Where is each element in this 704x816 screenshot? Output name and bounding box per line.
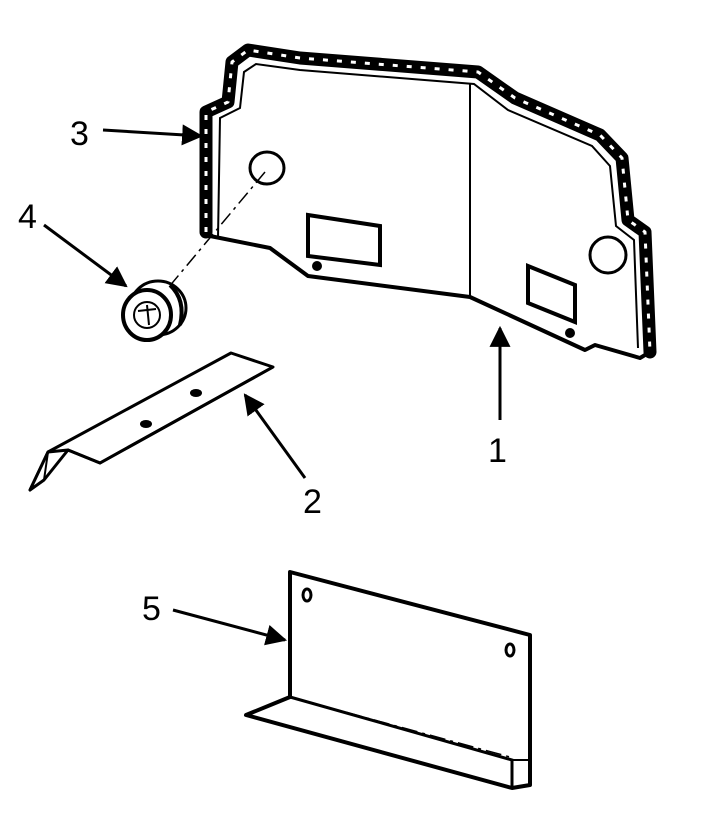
leader-arrow-3: [102, 124, 204, 146]
part-1-panel: [167, 43, 657, 360]
callout-5: 5: [142, 590, 161, 628]
leader-arrows: [43, 124, 511, 646]
leader-arrow-2: [243, 393, 307, 479]
callout-2: 2: [303, 483, 322, 521]
callout-4: 4: [18, 198, 37, 236]
leader-arrow-4: [43, 223, 128, 288]
part-4-grommet: [121, 279, 188, 342]
part-2-bracket: [28, 351, 275, 492]
callout-1: 1: [488, 432, 507, 470]
leader-arrow-5: [172, 608, 288, 646]
part-5-angle-bracket: [244, 570, 532, 790]
callout-3: 3: [70, 115, 89, 153]
